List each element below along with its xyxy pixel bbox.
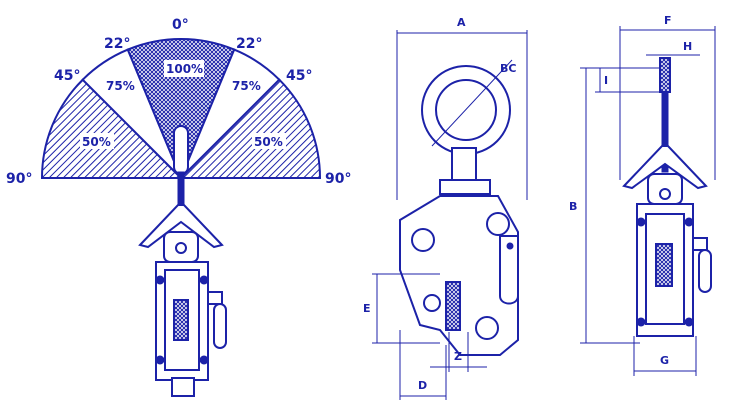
- angle-label-45-right: 45°: [286, 68, 312, 84]
- dim-label-d: D: [418, 379, 427, 392]
- dim-label-g: G: [660, 354, 669, 367]
- dim-label-z: Z: [454, 350, 462, 363]
- dim-label-a: A: [457, 16, 466, 29]
- angle-label-22-right: 22°: [236, 36, 262, 52]
- sector-50-left: [40, 78, 184, 179]
- angle-capacity-chart: 0° 22° 22° 45° 45° 90° 90° 100% 75% 75% …: [6, 17, 351, 187]
- capacity-label-75-left: 75%: [106, 79, 135, 93]
- capacity-label-100: 100%: [166, 62, 203, 76]
- clamp-front-right: F H I B G: [569, 14, 716, 376]
- dim-label-e: E: [363, 302, 371, 315]
- sector-50-right: [178, 78, 322, 179]
- angle-label-45-left: 45°: [54, 68, 80, 84]
- angle-label-90-right: 90°: [325, 171, 351, 187]
- dim-label-bc: BC: [500, 62, 516, 75]
- sector-100-center: [126, 38, 236, 181]
- capacity-label-50-left: 50%: [82, 135, 111, 149]
- dim-label-b: B: [569, 200, 577, 213]
- clamp-front-left: [138, 125, 227, 397]
- dim-label-f: F: [664, 14, 672, 27]
- clamp-side-view: A BC E Z D: [363, 16, 528, 400]
- capacity-label-75-right: 75%: [232, 79, 261, 93]
- dim-label-h: H: [683, 40, 692, 53]
- angle-label-0: 0°: [172, 17, 189, 33]
- capacity-label-50-right: 50%: [254, 135, 283, 149]
- dim-label-i: I: [604, 74, 608, 87]
- angle-label-22-left: 22°: [104, 36, 130, 52]
- angle-label-90-left: 90°: [6, 171, 32, 187]
